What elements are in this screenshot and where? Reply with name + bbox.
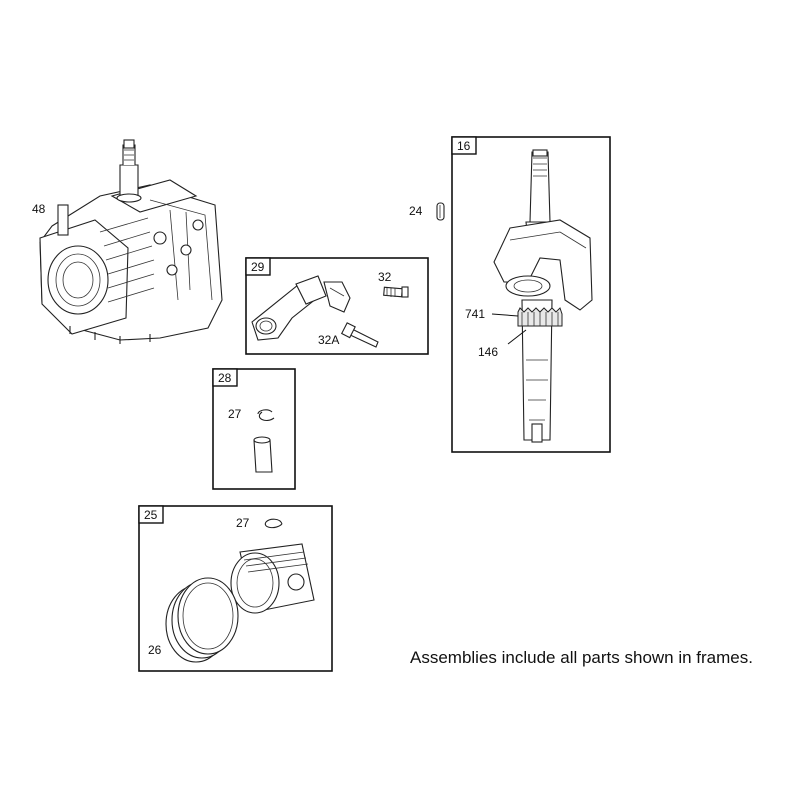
piston-pin-frame: 28 (212, 368, 296, 490)
piston-drawing[interactable] (230, 543, 315, 614)
connecting-rod-drawing[interactable] (251, 275, 327, 341)
crankshaft-drawing[interactable] (493, 149, 593, 443)
timing-gear-part-number: 146 (478, 345, 498, 359)
rod-bolt-drawing[interactable] (383, 286, 409, 298)
rod-bolt-alt-part-number: 32A (318, 333, 339, 347)
piston-pin-frame-tag: 28 (218, 371, 232, 385)
timing-gear-leader-part-number: 741 (465, 307, 485, 321)
connecting-rod-frame-tag: 29 (251, 260, 265, 274)
cylinder-block-drawing[interactable] (39, 139, 223, 344)
piston-retainer-drawing[interactable] (264, 518, 283, 529)
piston-retainer-part-number: 27 (236, 516, 250, 530)
pin-retainer-part-number: 27 (228, 407, 242, 421)
connecting-rod-frame: 29 (245, 257, 429, 355)
connecting-rod-cap-drawing[interactable] (323, 281, 351, 313)
piston-frame-tag: 25 (144, 508, 158, 522)
timing-gear-leader-line-2 (507, 329, 527, 345)
pin-retainer-drawing[interactable] (257, 409, 275, 421)
crankshaft-key-drawing[interactable] (436, 202, 445, 221)
assemblies-footnote: Assemblies include all parts shown in fr… (410, 648, 753, 667)
piston-pin-drawing[interactable] (253, 436, 273, 473)
key-part-number: 24 (409, 204, 423, 218)
rod-bolt-alt-drawing[interactable] (340, 322, 379, 348)
crankshaft-frame: 16 (451, 136, 611, 453)
cylinder-part-number: 48 (32, 202, 46, 216)
piston-rings-part-number: 26 (148, 643, 162, 657)
rod-bolt-part-number: 32 (378, 270, 392, 284)
timing-gear-leader-line (491, 313, 519, 317)
piston-frame: 25 (138, 505, 333, 672)
piston-rings-drawing[interactable] (165, 577, 239, 663)
crankshaft-frame-tag: 16 (457, 139, 471, 153)
